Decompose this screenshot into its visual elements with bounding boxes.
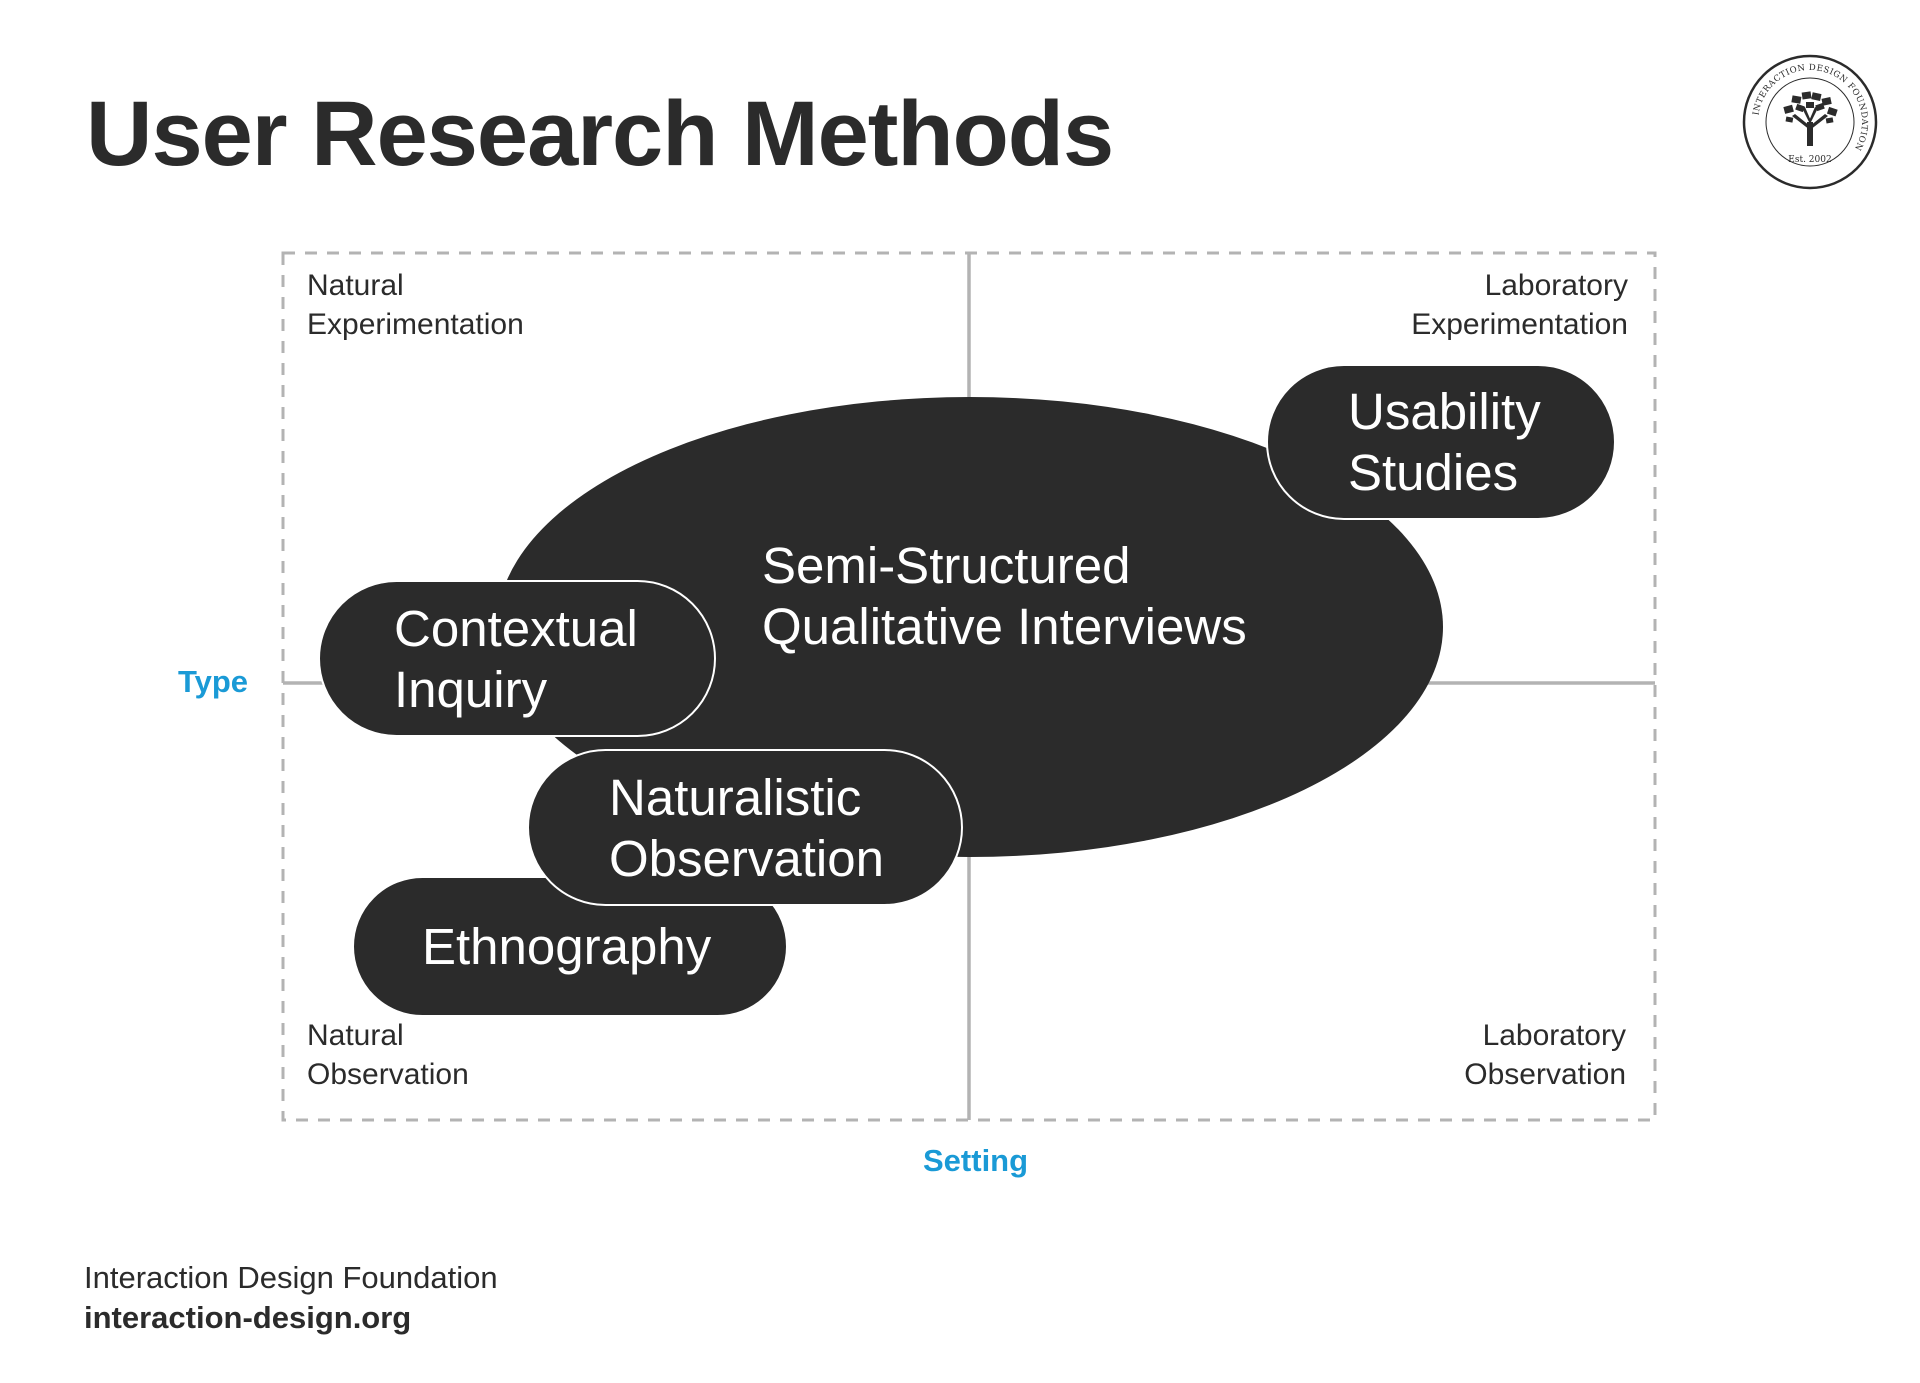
usability-studies-pill: Usability Studies [1266, 364, 1616, 520]
usability-studies-label: Usability Studies [1348, 383, 1541, 501]
ethnography-label: Ethnography [422, 918, 712, 975]
laboratory-observation-label: Laboratory Observation [1464, 1019, 1626, 1091]
type-axis-label: Type [178, 664, 249, 699]
laboratory-experimentation-label: Laboratory Experimentation [1411, 269, 1628, 341]
contextual-inquiry-label: Contextual Inquiry [394, 599, 638, 718]
natural-experimentation-label: Natural Experimentation [307, 269, 524, 341]
footer-url[interactable]: interaction-design.org [84, 1300, 412, 1335]
tree-icon [1783, 91, 1838, 146]
naturalistic-observation-pill: Naturalistic Observation [527, 749, 963, 906]
footer-organization: Interaction Design Foundation [84, 1260, 498, 1295]
semi-structured-interviews-label: Semi-Structured Qualitative Interviews [762, 537, 1247, 655]
footer: Interaction Design Foundation interactio… [84, 1258, 498, 1338]
interaction-design-foundation-logo: INTERACTION DESIGN FOUNDATION Est. 2002 [1742, 54, 1878, 190]
semi-structured-interviews-ellipse [497, 397, 1443, 857]
page-title: User Research Methods [86, 83, 1114, 185]
natural-observation-label: Natural Observation [307, 1019, 469, 1091]
naturalistic-observation-label: Naturalistic Observation [609, 768, 884, 887]
logo-established: Est. 2002 [1788, 155, 1831, 165]
setting-axis-label: Setting [923, 1143, 1029, 1178]
contextual-inquiry-pill: Contextual Inquiry [318, 580, 716, 737]
